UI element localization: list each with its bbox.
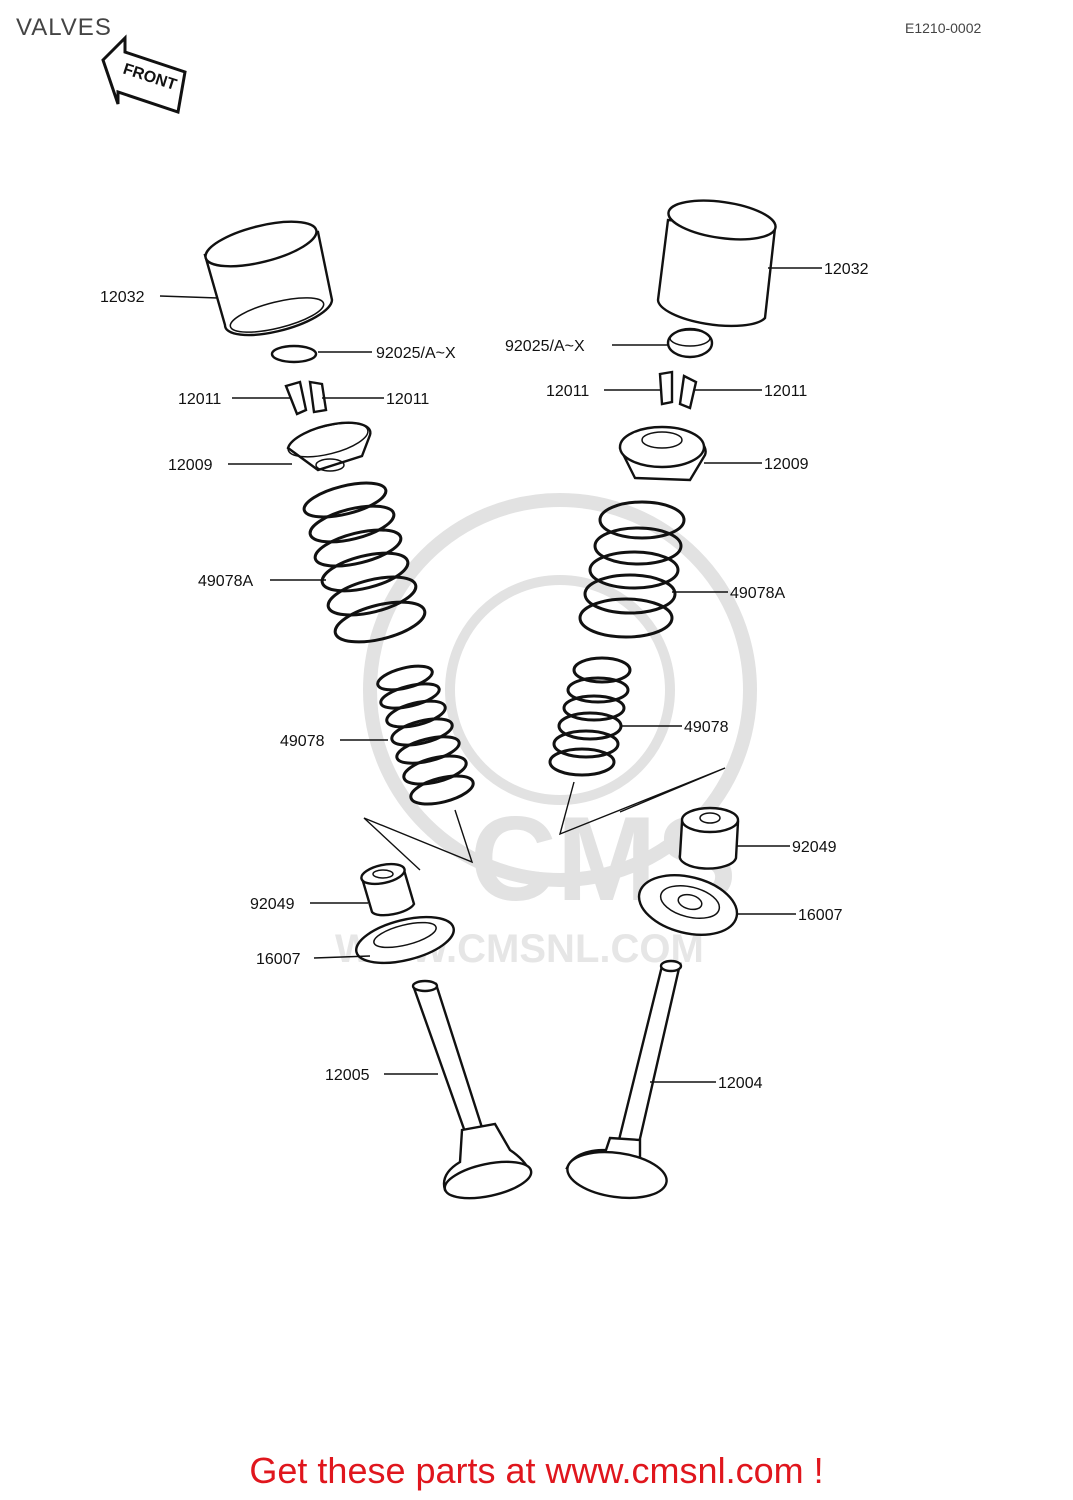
left-outer-spring bbox=[302, 481, 427, 644]
left-spring-seat bbox=[355, 915, 455, 965]
left-collets bbox=[284, 380, 328, 416]
label-right-spring-seat: 16007 bbox=[798, 907, 843, 924]
front-arrow-icon: FRONT bbox=[101, 34, 187, 114]
label-left-collet-b: 12011 bbox=[386, 391, 429, 408]
label-left-spring-seat: 16007 bbox=[256, 951, 301, 968]
right-stem-seal bbox=[678, 806, 740, 870]
label-left-spring-inner: 49078 bbox=[280, 733, 325, 750]
left-stem-seal bbox=[360, 862, 416, 917]
left-inner-spring bbox=[376, 664, 475, 806]
label-right-tappet: 12032 bbox=[824, 261, 869, 278]
label-left-retainer: 12009 bbox=[168, 457, 213, 474]
label-left-collet-a: 12011 bbox=[178, 391, 221, 408]
right-outer-spring bbox=[578, 500, 686, 639]
promo-link[interactable]: Get these parts at www.cmsnl.com ! bbox=[249, 1450, 824, 1491]
right-inner-spring bbox=[548, 656, 632, 777]
right-retainer bbox=[618, 425, 707, 482]
label-right-spring-inner: 49078 bbox=[684, 719, 729, 736]
left-valve bbox=[411, 979, 533, 1200]
valves-exploded-diagram: CMS WWW.CMSNL.COM FRONT bbox=[100, 34, 869, 1200]
right-collets bbox=[658, 370, 698, 410]
label-right-collet-b: 12011 bbox=[764, 383, 807, 400]
label-left-stem-seal: 92049 bbox=[250, 896, 295, 913]
label-right-collet-a: 12011 bbox=[546, 383, 589, 400]
left-tappet bbox=[203, 220, 334, 337]
right-valve bbox=[565, 959, 683, 1200]
right-group-bracket bbox=[558, 767, 726, 836]
label-right-stem-seal: 92049 bbox=[792, 839, 837, 856]
right-spring-seat bbox=[637, 874, 739, 936]
part-labels: 12032 92025/A~X 12011 12011 12009 49078A… bbox=[100, 261, 869, 1092]
right-tappet bbox=[656, 199, 777, 328]
diagram-title: VALVES bbox=[16, 14, 112, 41]
left-shim bbox=[270, 344, 318, 364]
leader-lines bbox=[159, 267, 822, 1083]
label-right-spring-outer: 49078A bbox=[730, 585, 785, 602]
label-left-tappet: 12032 bbox=[100, 289, 145, 306]
label-left-valve: 12005 bbox=[325, 1067, 370, 1084]
label-left-spring-outer: 49078A bbox=[198, 573, 253, 590]
left-group-bracket bbox=[363, 809, 474, 871]
left-retainer bbox=[286, 421, 372, 472]
label-left-shim: 92025/A~X bbox=[376, 345, 456, 362]
label-right-shim: 92025/A~X bbox=[505, 338, 585, 355]
diagram-code: E1210-0002 bbox=[905, 20, 982, 36]
label-right-valve: 12004 bbox=[718, 1075, 763, 1092]
label-right-retainer: 12009 bbox=[764, 456, 809, 473]
right-shim bbox=[666, 327, 714, 359]
